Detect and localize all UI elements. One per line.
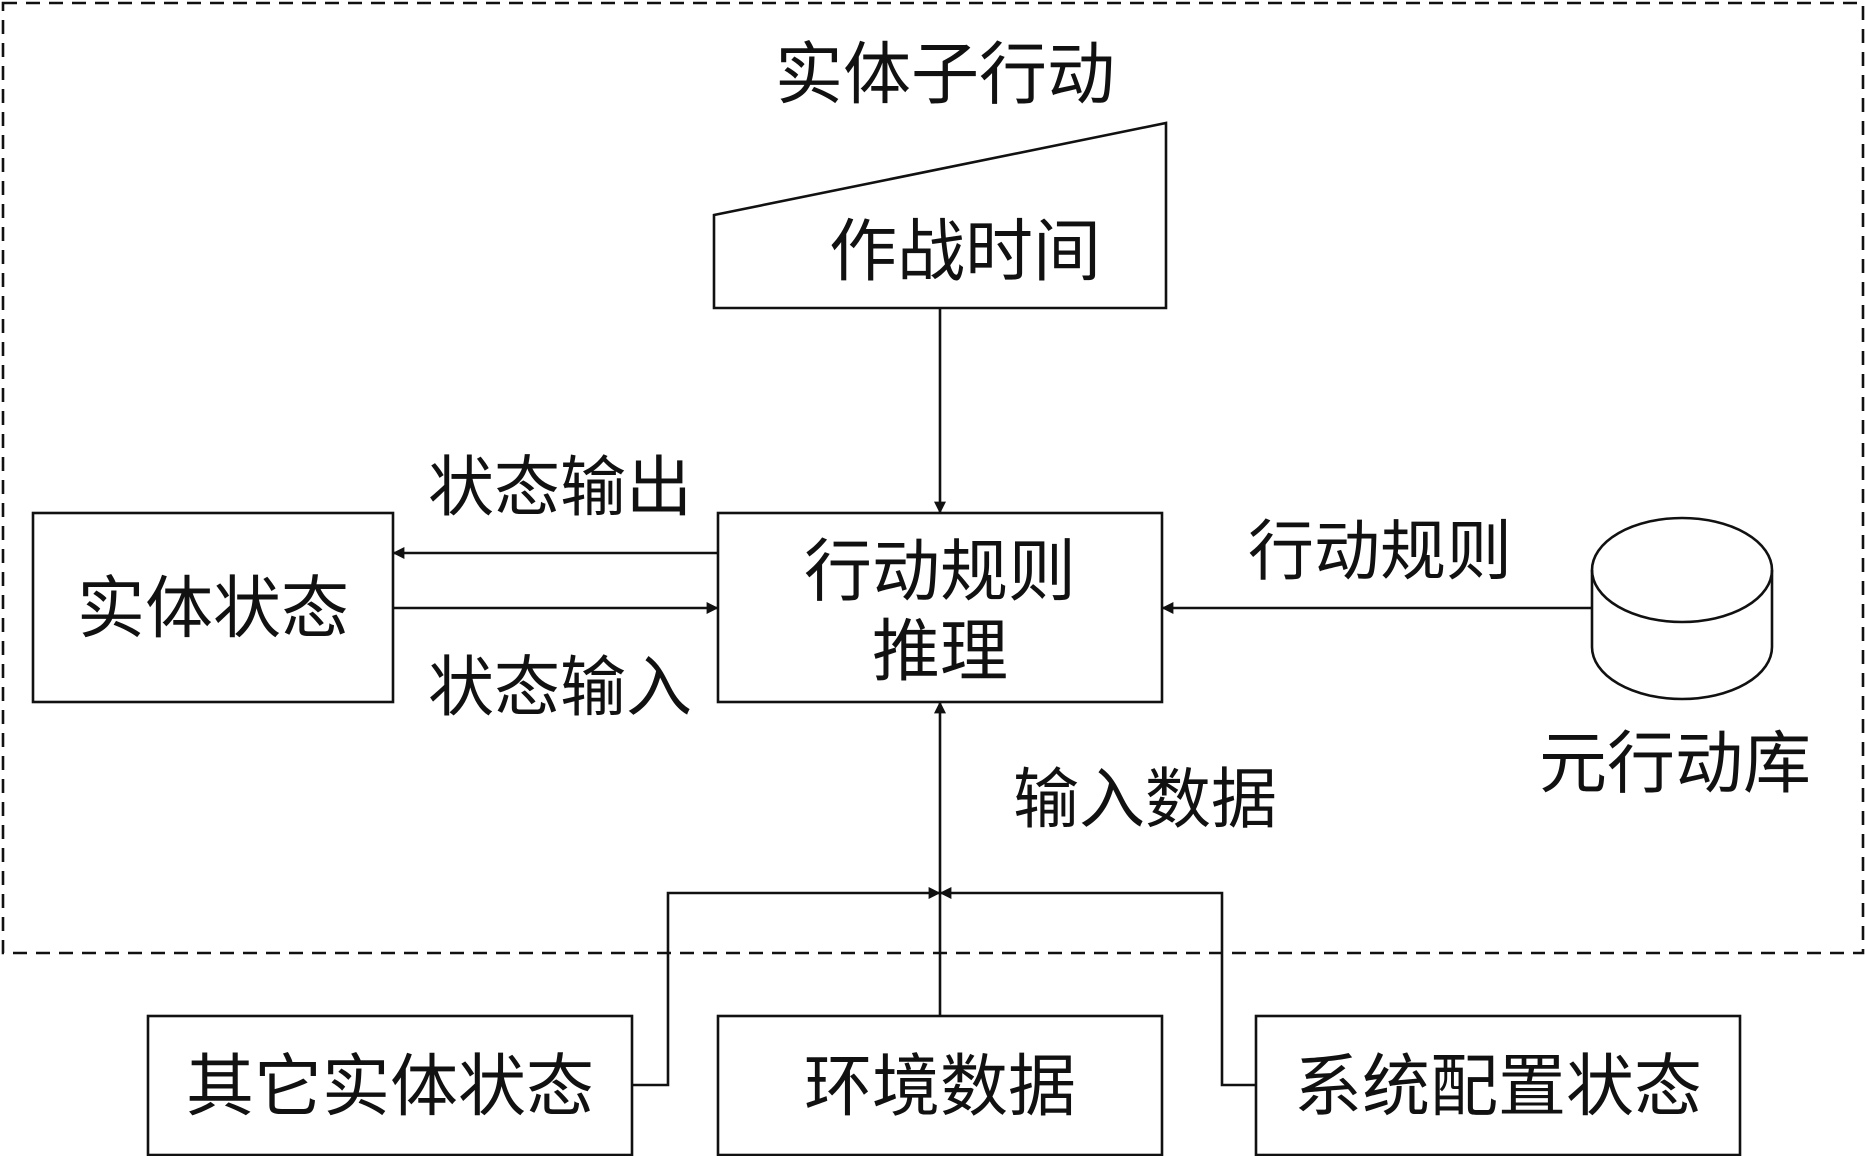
action-rule-reasoning-node: 行动规则 推理 [716, 511, 1164, 704]
system-config-state-label: 系统配置状态 [1294, 1048, 1702, 1127]
state-input-label: 状态输入 [428, 649, 692, 726]
combat-time-node: 作战时间 [712, 121, 1168, 310]
other-entities-state-label: 其它实体状态 [186, 1048, 594, 1127]
system-config-connector [939, 887, 1256, 1087]
system-config-state-box [1254, 1014, 1742, 1156]
input-data-label: 输入数据 [1013, 761, 1277, 838]
entity-state-label: 实体状态 [77, 570, 349, 649]
action-rule-reasoning-label-line2: 推理 [872, 613, 1008, 692]
environment-data-node: 环境数据 [716, 1014, 1164, 1156]
entity-sub-action-boundary [1, 1, 1865, 955]
entity-state-node: 实体状态 [31, 511, 395, 704]
other-entities-connector [632, 887, 941, 1087]
system-config-state-node: 系统配置状态 [1254, 1014, 1742, 1156]
database-icon [1590, 516, 1774, 701]
other-entities-state-node: 其它实体状态 [146, 1014, 634, 1156]
group-title: 实体子行动 [775, 36, 1115, 115]
database-icon-rim [1590, 569, 1774, 624]
meta-action-library-label: 元行动库 [1539, 725, 1811, 804]
combat-time-label: 作战时间 [829, 213, 1101, 292]
environment-data-label: 环境数据 [804, 1048, 1076, 1127]
meta-action-library-node: 元行动库 [1539, 516, 1811, 804]
action-rules-label: 行动规则 [1248, 513, 1512, 590]
state-output-label: 状态输出 [428, 449, 692, 526]
action-rule-reasoning-label-line1: 行动规则 [804, 533, 1076, 612]
combat-time-shape [712, 121, 1168, 310]
